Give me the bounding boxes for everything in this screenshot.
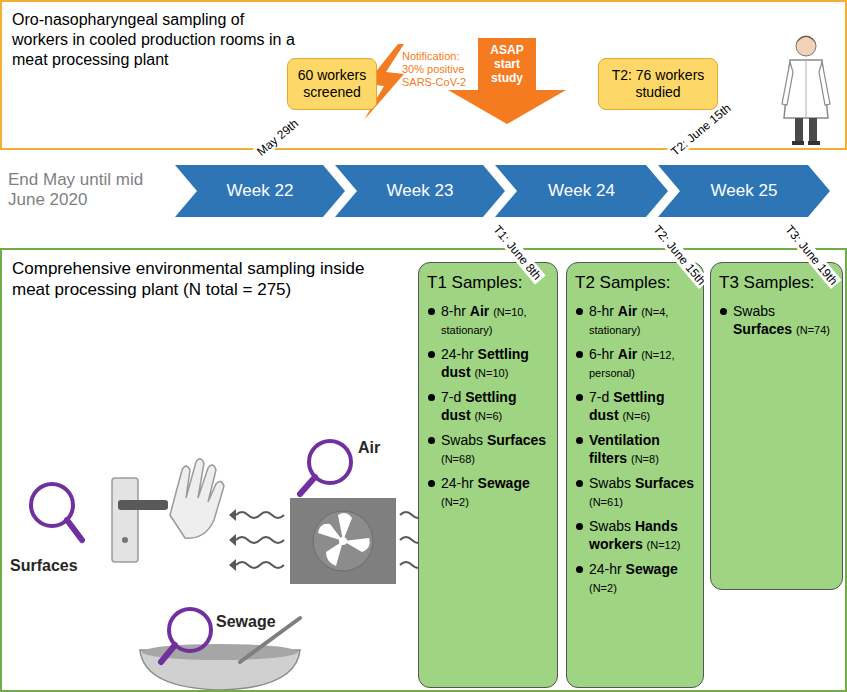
node-text: (N=6)	[622, 410, 650, 422]
week-chevron: Week 25	[658, 165, 830, 217]
bullet-dot	[576, 523, 583, 530]
worker-figure	[782, 36, 830, 145]
node-text: T2 Samples:	[575, 273, 695, 293]
node-text: Air	[618, 303, 637, 319]
node-text: 6-hr	[589, 346, 614, 362]
node-text: Oro-nasopharyngeal sampling of workers i…	[12, 10, 302, 70]
chevron-shape	[175, 165, 345, 217]
bullet-dot	[720, 308, 727, 315]
bullet-dot	[576, 566, 583, 573]
bullet-dot	[428, 437, 435, 444]
bullet-dot	[576, 351, 583, 358]
node-text: 7-d	[589, 389, 609, 405]
node-text: ASAP start study	[478, 44, 536, 85]
chevron-shape	[335, 165, 505, 217]
node-text: (N=12)	[647, 539, 681, 551]
sample-item: 6-hr Air (N=12, personal)	[575, 346, 695, 381]
sample-item: 7-d Settling dust (N=6)	[575, 389, 695, 424]
sample-item: 8-hr Air (N=10, stationary)	[427, 303, 549, 338]
node-text: Surfaces	[635, 475, 694, 491]
section-panel: Comprehensive environmental sampling ins…	[0, 248, 847, 692]
sample-item: 7-d Settling dust (N=6)	[427, 389, 549, 424]
shape-text-area: ASAP start study	[478, 40, 536, 90]
node-text: 7-d	[441, 389, 461, 405]
node-text: Swabs	[589, 518, 631, 534]
node-text: Surfaces	[487, 432, 546, 448]
node-text: Sewage	[626, 561, 678, 577]
sample-item: Swabs Surfaces (N=68)	[427, 432, 549, 467]
bullet-dot	[576, 437, 583, 444]
sample-type-label: Surfaces	[10, 556, 78, 575]
node-text: (N=2)	[441, 496, 469, 508]
sample-item: 24-hr Settling dust (N=10)	[427, 346, 549, 381]
node-text: (N=74)	[796, 324, 830, 336]
node-text: 60 workers screened	[294, 67, 370, 101]
sample-item: 8-hr Air (N=4, stationary)	[575, 303, 695, 338]
surfaces-icon	[31, 459, 224, 562]
node-text: Swabs	[733, 303, 775, 319]
node-text: Sewage	[478, 475, 530, 491]
shape-text-area: Week 25	[682, 165, 806, 217]
bullet-dot	[428, 394, 435, 401]
bullet-dot	[428, 480, 435, 487]
bullet-dot	[428, 308, 435, 315]
node-text: 8-hr	[441, 303, 466, 319]
sample-item: 24-hr Sewage (N=2)	[575, 561, 695, 596]
node-text: Comprehensive environmental sampling ins…	[12, 258, 397, 301]
node-text: 24-hr	[441, 346, 474, 362]
node-text: 24-hr	[589, 561, 622, 577]
node-text: Swabs	[441, 432, 483, 448]
week-chevron: Week 24	[495, 165, 668, 217]
sewage-icon	[140, 609, 300, 690]
node-text: (N=61)	[589, 496, 623, 508]
node-text: Week 25	[682, 181, 806, 201]
event-box: T2: 76 workers studied	[598, 58, 718, 110]
node-text: (N=6)	[474, 410, 502, 422]
week-chevron: Week 22	[175, 165, 345, 217]
node-text: Air	[470, 303, 489, 319]
node-text: (N=68)	[441, 453, 475, 465]
node-text: Week 24	[519, 181, 644, 201]
node-text: 24-hr	[441, 475, 474, 491]
sample-box: T3 Samples: Swabs Surfaces (N=74)	[710, 262, 843, 590]
bullet-dot	[428, 351, 435, 358]
sample-type-label: Sewage	[216, 612, 276, 631]
node-text: 8-hr	[589, 303, 614, 319]
shape-text-area: Week 24	[519, 165, 644, 217]
node-text: (N=8)	[631, 453, 659, 465]
sample-type-label: Air	[358, 438, 380, 457]
sample-item: 24-hr Sewage (N=2)	[427, 475, 549, 510]
week-chevron: Week 23	[335, 165, 505, 217]
shape-text-area: Week 22	[199, 165, 321, 217]
node-text: T2: 76 workers studied	[605, 67, 711, 101]
date-label: May 29th	[253, 115, 303, 160]
timeline-range: End May until mid June 2020	[8, 170, 168, 211]
sample-box: T2 Samples: 8-hr Air (N=4, stationary) 6-h…	[566, 262, 704, 688]
node-text: Surfaces	[733, 321, 792, 337]
notification-note: Notification: 30% positive SARS-CoV-2	[402, 50, 472, 90]
sample-item: Ventilation filters (N=8)	[575, 432, 695, 467]
chevron-shape	[658, 165, 830, 217]
sample-item: Swabs Hands workers (N=12)	[575, 518, 695, 553]
shape-text-area: Week 23	[359, 165, 481, 217]
sample-box: T1 Samples:8-hr Air (N=10, stationary)24…	[418, 262, 558, 688]
event-box: 60 workers screened	[287, 58, 377, 110]
bullet-dot	[576, 480, 583, 487]
node-text: (N=10)	[474, 367, 508, 379]
node-text: Week 23	[359, 181, 481, 201]
node-text: Air	[618, 346, 637, 362]
node-text: (N=2)	[589, 582, 617, 594]
node-text: T3 Samples:	[719, 273, 834, 293]
sample-item: Swabs Surfaces (N=61)	[575, 475, 695, 510]
bullet-dot	[576, 394, 583, 401]
node-text: Week 22	[199, 181, 321, 201]
node-text: Swabs	[589, 475, 631, 491]
chevron-shape	[495, 165, 668, 217]
bullet-dot	[576, 308, 583, 315]
sample-item: Swabs Surfaces (N=74)	[719, 303, 834, 338]
